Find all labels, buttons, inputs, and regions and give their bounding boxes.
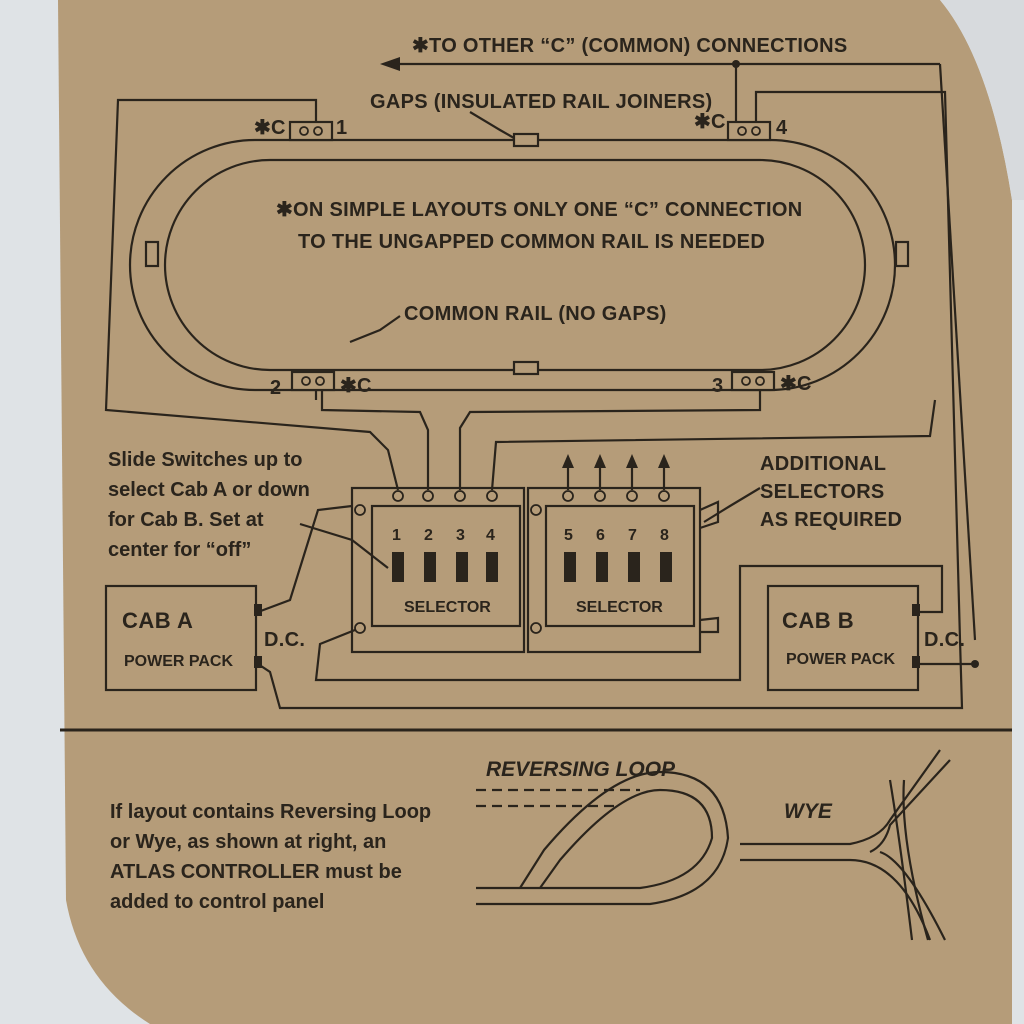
instruction-line-2: select Cab A or down bbox=[108, 479, 310, 501]
bottom-text-line-1: If layout contains Reversing Loop bbox=[110, 801, 431, 823]
card-shadow-edge bbox=[940, 0, 1024, 200]
other-c-connections-label: ✱TO OTHER “C” (COMMON) CONNECTIONS bbox=[412, 35, 847, 57]
slide-switch-4[interactable] bbox=[486, 552, 498, 582]
cab-a-box bbox=[104, 584, 258, 692]
wire-block-1 bbox=[104, 98, 400, 491]
wire-block-2 bbox=[320, 380, 430, 490]
cab-b-title: CAB B bbox=[782, 608, 854, 633]
selector-label-left: SELECTOR bbox=[404, 599, 491, 616]
instruction-line-4: center for “off” bbox=[108, 539, 251, 561]
additional-selectors-line-1: ADDITIONAL bbox=[760, 453, 886, 475]
terminal-block-4 bbox=[726, 120, 772, 142]
selector-panel-left bbox=[350, 486, 526, 654]
simple-layout-note-line2: TO THE UNGAPPED COMMON RAIL IS NEEDED bbox=[298, 231, 765, 253]
block-1-c-mark: ✱C bbox=[254, 117, 286, 139]
selector-number-3: 3 bbox=[456, 527, 465, 544]
track-inner-rail bbox=[163, 158, 867, 372]
slide-switch-6[interactable] bbox=[596, 552, 608, 582]
selector-number-8: 8 bbox=[660, 527, 669, 544]
gap-bottom bbox=[512, 360, 540, 376]
cab-b-dc-label: D.C. bbox=[924, 629, 965, 651]
reversing-loop-title: REVERSING LOOP bbox=[486, 758, 676, 781]
reversing-loop-track bbox=[476, 788, 714, 890]
simple-layout-note-line1: ✱ON SIMPLE LAYOUTS ONLY ONE “C” CONNECTI… bbox=[276, 199, 802, 221]
bottom-text-line-2: or Wye, as shown at right, an bbox=[110, 831, 386, 853]
selector-number-4: 4 bbox=[486, 527, 495, 544]
instruction-line-3: for Cab B. Set at bbox=[108, 509, 264, 531]
block-3-c-mark: ✱C bbox=[780, 373, 812, 395]
selector-number-6: 6 bbox=[596, 527, 605, 544]
block-4-c-mark: ✱C bbox=[694, 111, 726, 133]
gap-right bbox=[894, 240, 910, 268]
wire-block-3 bbox=[458, 380, 762, 490]
selector-panel-right bbox=[526, 486, 702, 654]
terminal-block-1 bbox=[288, 120, 334, 142]
slide-switch-7[interactable] bbox=[628, 552, 640, 582]
selector-number-7: 7 bbox=[628, 527, 637, 544]
slide-switch-5[interactable] bbox=[564, 552, 576, 582]
bottom-text-line-3: ATLAS CONTROLLER must be bbox=[110, 861, 402, 883]
slide-switch-3[interactable] bbox=[456, 552, 468, 582]
wire-block-4 bbox=[257, 90, 964, 710]
selector-label-right: SELECTOR bbox=[576, 599, 663, 616]
cab-a-title: CAB A bbox=[122, 608, 193, 633]
block-4-number: 4 bbox=[776, 117, 788, 139]
selector-number-1: 1 bbox=[392, 527, 401, 544]
block-2-c-mark: ✱C bbox=[340, 375, 372, 397]
block-2-number: 2 bbox=[270, 377, 281, 399]
wye-title: WYE bbox=[784, 800, 833, 823]
cab-b-box bbox=[766, 584, 920, 692]
bottom-text-line-4: added to control panel bbox=[110, 891, 324, 913]
gap-top bbox=[512, 132, 540, 148]
additional-selectors-line-2: SELECTORS bbox=[760, 481, 885, 503]
cab-a-subtitle: POWER PACK bbox=[124, 653, 233, 670]
selector-number-5: 5 bbox=[564, 527, 573, 544]
cab-a-dc-label: D.C. bbox=[264, 629, 305, 651]
slide-switch-8[interactable] bbox=[660, 552, 672, 582]
slide-switch-1[interactable] bbox=[392, 552, 404, 582]
slide-switch-2[interactable] bbox=[424, 552, 436, 582]
common-rail-label: COMMON RAIL (NO GAPS) bbox=[404, 303, 667, 325]
gaps-label: GAPS (INSULATED RAIL JOINERS) bbox=[370, 91, 712, 113]
additional-selectors-line-3: AS REQUIRED bbox=[760, 509, 902, 531]
cab-b-subtitle: POWER PACK bbox=[786, 651, 895, 668]
wye-track bbox=[740, 749, 941, 846]
gap-left bbox=[144, 240, 160, 268]
instruction-line-1: Slide Switches up to bbox=[108, 449, 302, 471]
block-3-number: 3 bbox=[712, 375, 723, 397]
terminal-block-3 bbox=[730, 370, 776, 392]
block-1-number: 1 bbox=[336, 117, 347, 139]
selector-number-2: 2 bbox=[424, 527, 433, 544]
terminal-block-2 bbox=[290, 370, 336, 392]
